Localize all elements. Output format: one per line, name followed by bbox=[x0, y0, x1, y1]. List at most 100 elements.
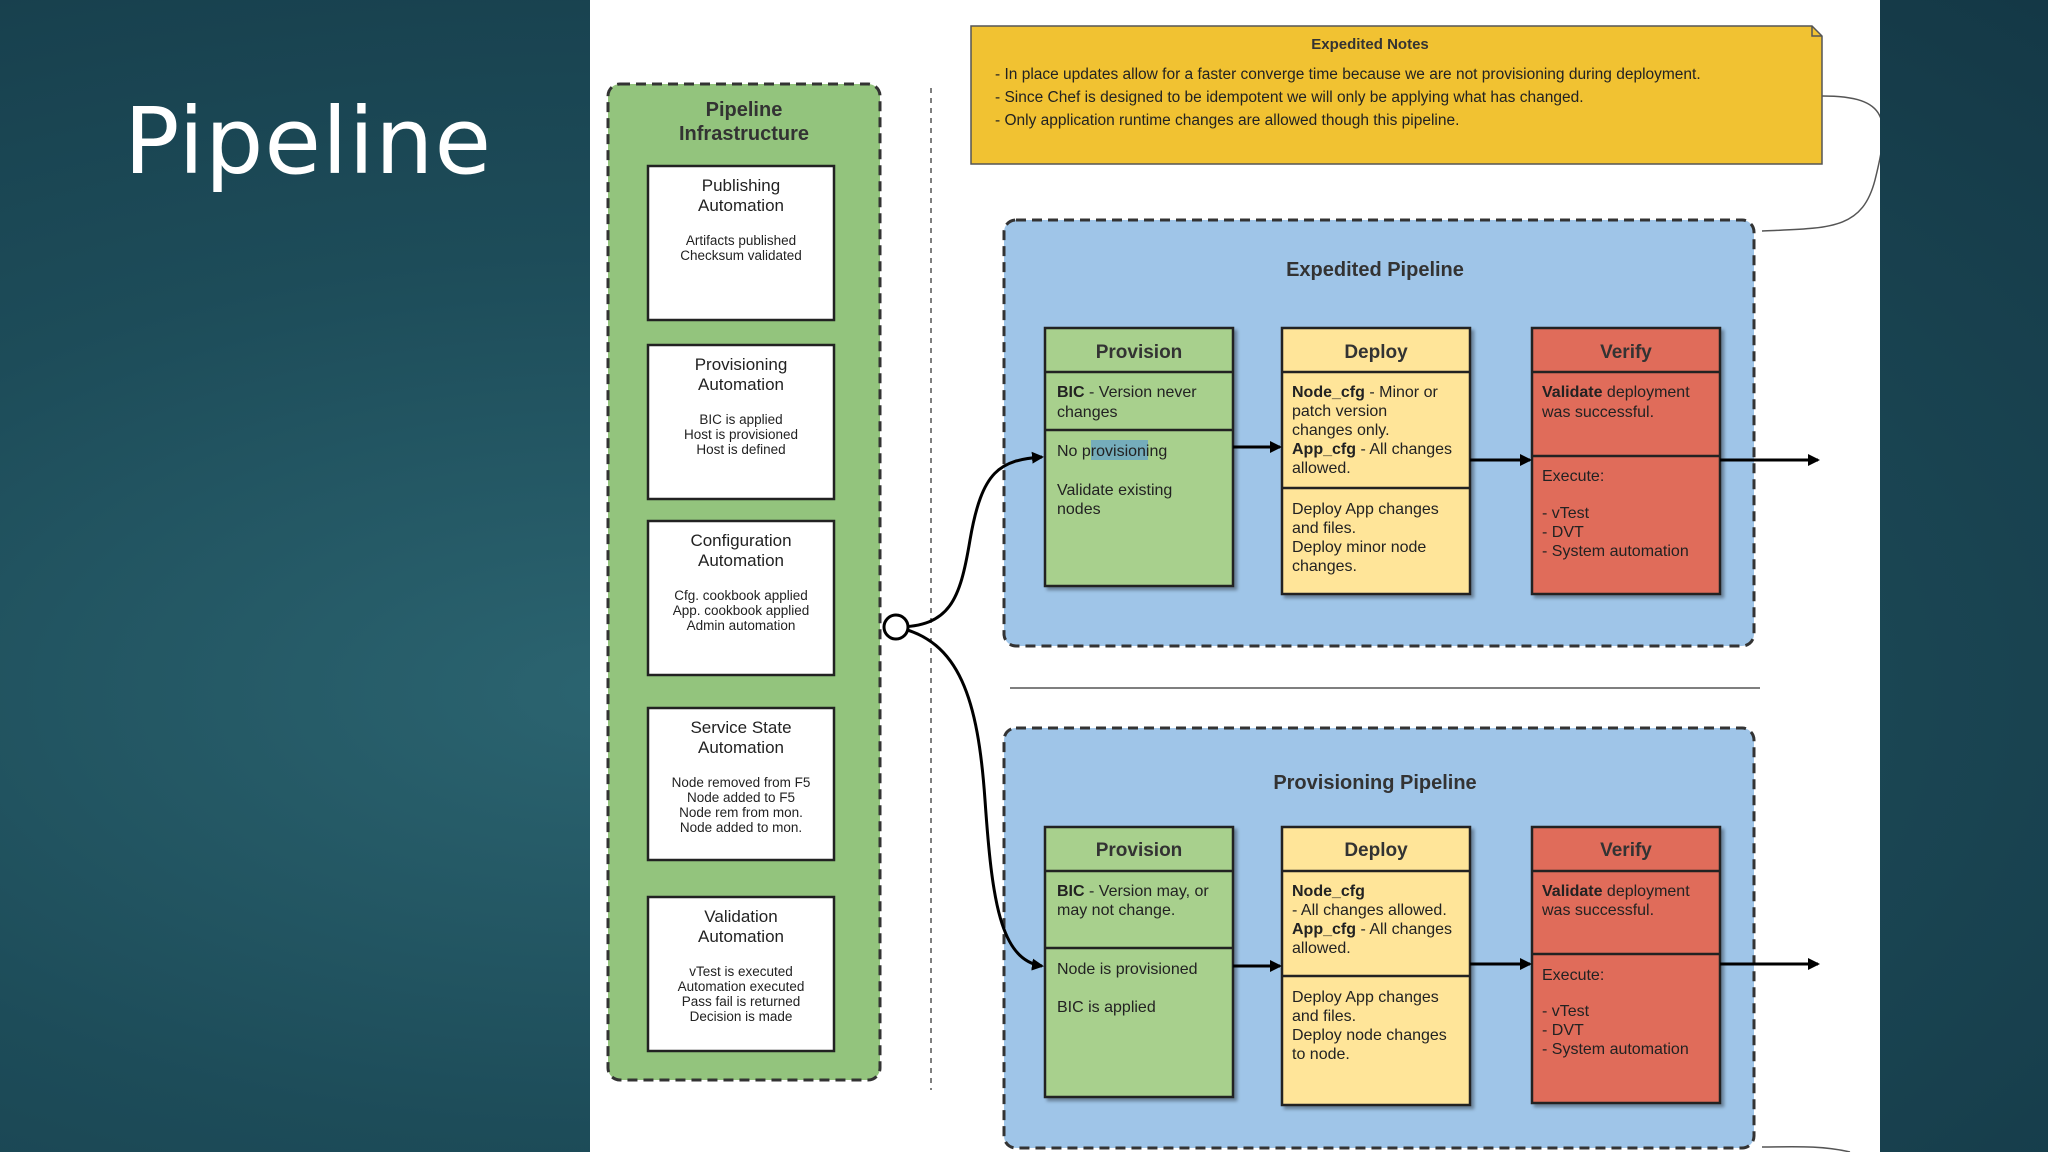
provisioning-deploy-bottom-1: Deploy App changes bbox=[1292, 989, 1439, 1006]
expedited-deploy-line-4: App_cfg - All changes bbox=[1292, 441, 1452, 458]
provisioning-provision-bic: BIC bbox=[1057, 883, 1085, 900]
provisioning-verify-bottom-4: - DVT bbox=[1542, 1022, 1584, 1039]
provisioning-verify-validate-rest: deployment bbox=[1602, 883, 1690, 900]
infra-card-provisioning-line-3: Host is defined bbox=[696, 442, 785, 457]
infra-title-line-1: Pipeline bbox=[706, 99, 783, 121]
provisioning-verify-top-1: Validate deployment bbox=[1542, 883, 1690, 900]
expedited-provision-bottom-line-2: nodes bbox=[1057, 501, 1101, 518]
infra-title-line-2: Infrastructure bbox=[679, 123, 809, 145]
expedited-deploy-line-2: patch version bbox=[1292, 403, 1387, 420]
infra-card-validation bbox=[646, 895, 836, 1053]
expedited-provision-header: Provision bbox=[1096, 342, 1183, 363]
infra-card-validation-title-1: Validation bbox=[704, 907, 777, 926]
provisioning-deploy-bottom-3: Deploy node changes bbox=[1292, 1027, 1447, 1044]
expedited-verify-bottom-3: - vTest bbox=[1542, 505, 1590, 522]
provisioning-notes-connector bbox=[1761, 1145, 1851, 1152]
provisioning-deploy-bottom-2: and files. bbox=[1292, 1008, 1356, 1025]
expedited-verify-top-1: Validate deployment bbox=[1542, 384, 1690, 401]
infra-card-configuration-line-3: Admin automation bbox=[687, 618, 796, 633]
provisioning-verify-top-2: was successful. bbox=[1541, 902, 1654, 919]
expedited-deploy-line-1: Node_cfg - Minor or bbox=[1292, 384, 1438, 401]
infra-card-service-state-title-1: Service State bbox=[690, 718, 791, 737]
connector-to-provisioning bbox=[895, 625, 1044, 971]
expedited-provision-bottom-line-1: Validate existing bbox=[1057, 482, 1172, 499]
infra-card-publishing-title-2: Automation bbox=[698, 196, 784, 215]
expedited-verify-top-2: was successful. bbox=[1541, 404, 1654, 421]
notes-fold bbox=[1811, 26, 1822, 37]
provisioning-deploy-box bbox=[1280, 825, 1472, 1107]
expedited-verify-bottom-5: - System automation bbox=[1542, 543, 1689, 560]
provisioning-deploy-line-2: - All changes allowed. bbox=[1292, 902, 1447, 919]
no-provisioning-pre: No pr bbox=[1057, 443, 1097, 460]
expedited-deploy-line-5: allowed. bbox=[1292, 460, 1351, 477]
provisioning-verify-header: Verify bbox=[1600, 840, 1652, 861]
provisioning-verify-box bbox=[1530, 825, 1722, 1105]
infra-card-validation-line-4: Decision is made bbox=[690, 1009, 793, 1024]
expedited-provision-bic: BIC bbox=[1057, 384, 1085, 401]
provisioning-verify-bottom-5: - System automation bbox=[1542, 1041, 1689, 1058]
expedited-verify-validate: Validate bbox=[1542, 384, 1603, 401]
connector-origin bbox=[882, 613, 910, 641]
infra-card-service-state-line-4: Node added to mon. bbox=[680, 820, 802, 835]
infra-card-service-state-line-1: Node removed from F5 bbox=[672, 775, 811, 790]
expedited-deploy-header: Deploy bbox=[1344, 342, 1408, 363]
infra-card-publishing-line-2: Checksum validated bbox=[680, 248, 802, 263]
infra-card-configuration bbox=[646, 519, 836, 677]
infra-card-configuration-title-1: Configuration bbox=[690, 531, 791, 550]
infra-card-service-state bbox=[646, 706, 836, 862]
infra-card-publishing-title-1: Publishing bbox=[702, 176, 780, 195]
provisioning-provision-top-rest: - Version may, or bbox=[1085, 883, 1210, 900]
expedited-pipeline-title: Expedited Pipeline bbox=[1286, 259, 1464, 281]
provisioning-deploy-app-cfg-rest: - All changes bbox=[1356, 921, 1452, 938]
infra-card-service-state-line-3: Node rem from mon. bbox=[679, 805, 803, 820]
provisioning-deploy-node-cfg: Node_cfg bbox=[1292, 883, 1365, 900]
expedited-deploy-line-3: changes only. bbox=[1292, 422, 1390, 439]
expedited-deploy-node-cfg-rest: - Minor or bbox=[1365, 384, 1439, 401]
provisioning-provision-top-1: BIC - Version may, or bbox=[1057, 883, 1209, 900]
connector-to-expedited bbox=[895, 451, 1044, 629]
provisioning-verify-bottom-1: Execute: bbox=[1542, 967, 1604, 984]
notes-line-2: - Since Chef is designed to be idempoten… bbox=[995, 89, 1584, 106]
infra-card-provisioning bbox=[646, 343, 836, 501]
infra-card-validation-title-2: Automation bbox=[698, 927, 784, 946]
infra-card-validation-line-3: Pass fail is returned bbox=[682, 994, 801, 1009]
expedited-deploy-app-cfg: App_cfg bbox=[1292, 441, 1356, 458]
no-provisioning-post: ng bbox=[1149, 443, 1167, 460]
notes-title: Expedited Notes bbox=[1311, 36, 1429, 53]
provisioning-pipeline-title: Provisioning Pipeline bbox=[1273, 772, 1476, 794]
provisioning-deploy-app-cfg: App_cfg bbox=[1292, 921, 1356, 938]
expedited-deploy-node-cfg: Node_cfg bbox=[1292, 384, 1365, 401]
infra-card-provisioning-line-1: BIC is applied bbox=[699, 412, 782, 427]
provisioning-deploy-header: Deploy bbox=[1344, 840, 1408, 861]
notes-box bbox=[970, 25, 1823, 165]
infra-card-provisioning-title-2: Automation bbox=[698, 375, 784, 394]
expedited-deploy-bottom-3: Deploy minor node bbox=[1292, 539, 1426, 556]
infra-card-validation-line-1: vTest is executed bbox=[689, 964, 793, 979]
pipeline-diagram: Pipeline Infrastructure PublishingAutoma… bbox=[606, 25, 1880, 1152]
infra-card-publishing bbox=[646, 164, 836, 322]
expedited-verify-bottom-1: Execute: bbox=[1542, 468, 1604, 485]
infra-card-provisioning-title-1: Provisioning bbox=[695, 355, 788, 374]
provisioning-deploy-line-3: App_cfg - All changes bbox=[1292, 921, 1452, 938]
provisioning-provision-bottom-1: Node is provisioned bbox=[1057, 961, 1198, 978]
expedited-verify-validate-rest: deployment bbox=[1602, 384, 1690, 401]
infra-card-configuration-title-2: Automation bbox=[698, 551, 784, 570]
expedited-deploy-app-cfg-rest: - All changes bbox=[1356, 441, 1452, 458]
expedited-deploy-bottom-4: changes. bbox=[1292, 558, 1357, 575]
expedited-provision-top-line-2: changes bbox=[1057, 404, 1118, 421]
infra-card-publishing-line-1: Artifacts published bbox=[686, 233, 796, 248]
expedited-deploy-bottom-1: Deploy App changes bbox=[1292, 501, 1439, 518]
text-selection-highlight bbox=[1091, 440, 1148, 460]
provisioning-provision-header: Provision bbox=[1096, 840, 1183, 861]
notes-connector bbox=[1761, 95, 1880, 232]
slide-title: Pipeline bbox=[124, 88, 493, 195]
infra-card-service-state-line-2: Node added to F5 bbox=[687, 790, 795, 805]
infra-card-service-state-title-2: Automation bbox=[698, 738, 784, 757]
provisioning-provision-top-2: may not change. bbox=[1057, 902, 1175, 919]
expedited-provision-top-line-1: BIC - Version never bbox=[1057, 384, 1197, 401]
provisioning-provision-bottom-3: BIC is applied bbox=[1057, 999, 1156, 1016]
infra-card-configuration-line-1: Cfg. cookbook applied bbox=[674, 588, 808, 603]
notes-line-1: - In place updates allow for a faster co… bbox=[995, 66, 1701, 83]
